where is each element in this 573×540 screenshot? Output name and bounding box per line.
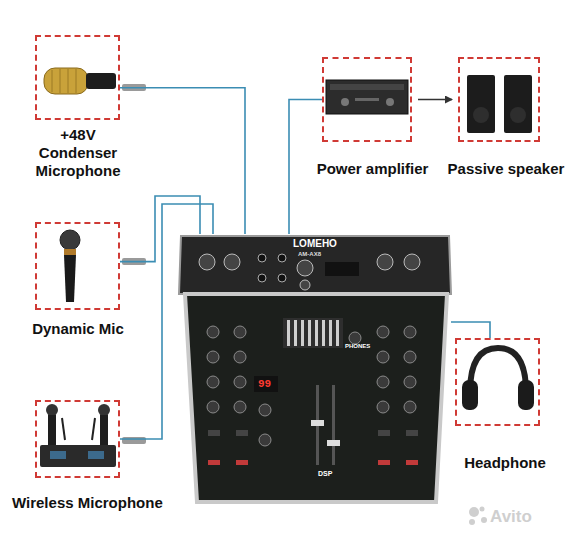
cable-connector [120,88,245,234]
device-label: +48V Condenser Microphone [28,126,128,180]
device-box: Passive speaker [440,57,572,178]
wireless-mic-drawing [40,404,146,467]
panel-label: DSP [318,470,332,477]
display-digits: 99 [258,378,271,390]
headphone-drawing [462,348,534,410]
watermark: Avito [490,507,532,527]
brand-name: LOMEHO [293,238,337,249]
device-box: Headphone [455,338,555,472]
cable-connector [120,204,213,439]
device-box: Dynamic Mic [18,222,138,338]
speaker-drawing [467,75,532,133]
dynamic-mic-drawing [60,230,146,302]
cable-connector [451,322,490,338]
panel-label: PHONES [345,343,370,349]
device-box: Power amplifier [305,57,440,178]
device-label: Wireless Microphone [12,494,184,512]
device-box: Wireless Microphone [12,400,184,512]
dashed-frame [35,35,120,120]
dashed-frame [35,400,120,478]
mixer-drawing [179,236,451,502]
dashed-frame [458,57,540,142]
dashed-frame [322,57,412,142]
dashed-frame [35,222,120,310]
mixer-unit: LOMEHO AM-AX8 [180,234,451,502]
device-label: Passive speaker [440,160,572,178]
dashed-frame [455,338,540,426]
condenser-mic-drawing [44,68,146,94]
model-name: AM-AX8 [298,251,321,257]
device-label: Headphone [455,454,555,472]
device-box: +48V Condenser Microphone [20,35,135,180]
device-label: Dynamic Mic [18,320,138,338]
watermark-logo [469,507,487,526]
device-label: Power amplifier [305,160,440,178]
cable-connector [418,99,452,101]
power-amp-drawing [326,80,408,114]
cable-connector [120,196,200,262]
